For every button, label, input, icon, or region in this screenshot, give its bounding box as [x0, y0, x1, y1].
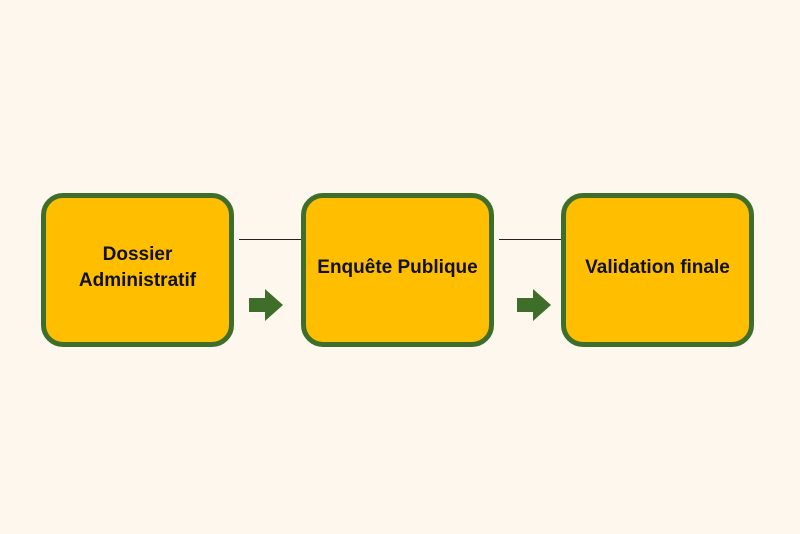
- step-label: Validation finale: [585, 257, 730, 278]
- connector-line: [239, 239, 301, 240]
- step-label: Enquête Publique: [317, 257, 478, 278]
- right-arrow-icon: [517, 289, 551, 321]
- right-arrow-icon: [249, 289, 283, 321]
- step-box-dossier-administratif: Dossier Administratif: [41, 193, 234, 347]
- step-box-enquete-publique: Enquête Publique: [301, 193, 494, 347]
- connector-line: [499, 239, 561, 240]
- step-label: Dossier Administratif: [78, 244, 197, 291]
- step-box-validation-finale: Validation finale: [561, 193, 754, 347]
